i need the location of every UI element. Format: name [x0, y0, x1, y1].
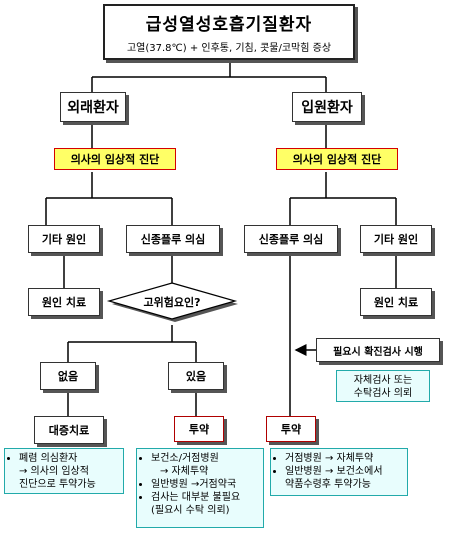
right-note: 거점병원 → 자체투약 일반병원 → 보건소에서 약품수령후 투약가능 [270, 448, 408, 496]
left-medicate-box: 투약 [174, 416, 224, 442]
inpatient-label: 입원환자 [301, 100, 353, 116]
subtitle-text: 고열(37.8℃) + 인후통, 기침, 콧물/코막힘 증상 [126, 43, 332, 54]
test-note: 자체검사 또는 수탁검사 의뢰 [336, 370, 430, 402]
left-medicate-label: 투약 [188, 423, 210, 436]
inpatient-box: 입원환자 [292, 92, 362, 122]
left-diagnosis-box: 의사의 임상적 진단 [54, 148, 176, 170]
outpatient-box: 외래환자 [60, 92, 126, 122]
title-box: 급성열성호흡기질환자 고열(37.8℃) + 인후통, 기침, 콧물/코막힘 증… [103, 4, 355, 60]
right-medicate-box: 투약 [266, 416, 316, 442]
left-treat-cause-label: 원인 치료 [41, 296, 87, 309]
right-other-cause-label: 기타 원인 [373, 233, 419, 246]
high-risk-label: 고위험요인? [143, 296, 201, 309]
title-text: 급성열성호흡기질환자 [145, 15, 313, 35]
right-diagnosis-box: 의사의 임상적 진단 [276, 148, 398, 170]
left-suspect-box: 신종플루 의심 [126, 225, 220, 253]
right-medicate-label: 투약 [280, 423, 302, 436]
center-note-line: → 자체투약 [160, 466, 209, 477]
right-other-cause-box: 기타 원인 [360, 225, 432, 253]
right-suspect-label: 신종플루 의심 [258, 233, 324, 246]
left-diagnosis-label: 의사의 임상적 진단 [70, 153, 160, 166]
yes-box: 있음 [168, 362, 224, 390]
center-note-line: 검사는 대부분 불필요 [151, 491, 258, 504]
center-note: 보건소/거점병원 → 자체투약 일반병원 →거점약국 검사는 대부분 불필요 (… [136, 448, 264, 528]
symptomatic-box: 대증치료 [34, 416, 104, 444]
no-label: 없음 [57, 370, 79, 383]
right-note-line: 일반병원 → 보건소에서 [285, 465, 402, 478]
yes-label: 있음 [185, 370, 207, 383]
center-note-line: 일반병원 →거점약국 [151, 478, 258, 491]
confirm-test-box: 필요시 확진검사 시행 [316, 338, 440, 362]
right-treat-cause-box: 원인 치료 [360, 288, 432, 316]
left-treat-cause-box: 원인 치료 [28, 288, 100, 316]
left-other-cause-label: 기타 원인 [41, 233, 87, 246]
left-other-cause-box: 기타 원인 [28, 225, 100, 253]
test-note-line: 수탁검사 의뢰 [353, 388, 413, 399]
left-note: 폐렴 의심환자 → 의사의 임상적 진단으로 투약가능 [4, 448, 124, 494]
center-note-line: (필요시 수탁 의뢰) [151, 505, 230, 516]
left-suspect-label: 신종플루 의심 [140, 233, 206, 246]
center-note-line: 보건소/거점병원 [151, 452, 258, 465]
outpatient-label: 외래환자 [67, 100, 119, 116]
symptomatic-label: 대증치료 [48, 424, 90, 437]
right-note-line: 거점병원 → 자체투약 [285, 452, 402, 465]
confirm-test-label: 필요시 확진검사 시행 [333, 346, 423, 358]
left-note-line: → 의사의 임상적 [19, 466, 89, 477]
test-note-line: 자체검사 또는 [353, 375, 413, 386]
left-note-line: 진단으로 투약가능 [19, 479, 96, 490]
no-box: 없음 [40, 362, 96, 390]
right-suspect-box: 신종플루 의심 [244, 225, 338, 253]
right-treat-cause-label: 원인 치료 [373, 296, 419, 309]
left-note-line: 폐렴 의심환자 [19, 452, 118, 465]
right-note-line: 약품수령후 투약가능 [285, 479, 371, 490]
right-diagnosis-label: 의사의 임상적 진단 [292, 153, 382, 166]
